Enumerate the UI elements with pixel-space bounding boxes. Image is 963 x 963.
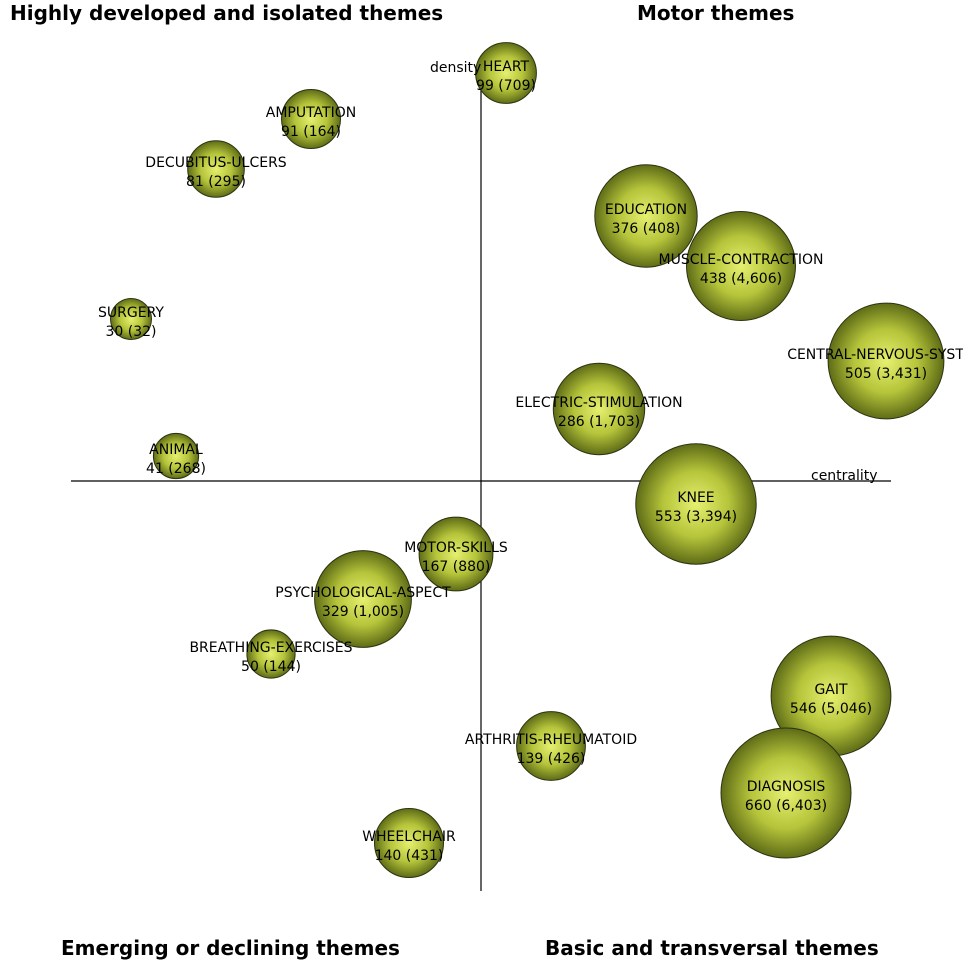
theme-bubble-central-nervous-system: CENTRAL-NERVOUS-SYSTEM 505 (3,431)	[787, 302, 963, 420]
bubble-circle	[281, 89, 341, 149]
bubble-circle	[187, 140, 245, 198]
bubble-name-label: ANIMAL	[149, 442, 203, 458]
bubble-circle	[418, 516, 494, 592]
bubble-value-label: 660 (6,403)	[745, 798, 827, 814]
bubble-circle	[374, 808, 444, 878]
quadrant-title-bottom-right: Basic and transversal themes	[545, 936, 879, 960]
bubble-name-label: HEART	[483, 59, 530, 75]
bubble-name-label: PSYCHOLOGICAL-ASPECT	[275, 585, 451, 601]
theme-bubble-surgery: SURGERY 30 (32)	[98, 298, 164, 340]
theme-bubble-motor-skills: MOTOR-SKILLS 167 (880)	[404, 516, 508, 592]
theme-bubble-heart: HEART 99 (709)	[475, 42, 537, 104]
theme-bubble-electric-stimulation: ELECTRIC-STIMULATION 286 (1,703)	[515, 362, 683, 456]
bubble-circle	[475, 42, 537, 104]
bubble-value-label: 99 (709)	[476, 78, 536, 94]
bubble-name-label: KNEE	[677, 490, 714, 506]
theme-bubble-breathing-exercises: BREATHING-EXERCISES 50 (144)	[189, 629, 353, 679]
bubble-value-label: 30 (32)	[105, 324, 156, 340]
bubble-name-label: ELECTRIC-STIMULATION	[515, 395, 682, 411]
quadrant-title-top-left: Highly developed and isolated themes	[10, 1, 443, 25]
theme-bubble-muscle-contraction: MUSCLE-CONTRACTION 438 (4,606)	[659, 211, 824, 321]
bubble-circle	[635, 443, 757, 565]
theme-bubble-animal: ANIMAL 41 (268)	[146, 432, 206, 480]
bubble-circle	[314, 550, 412, 648]
bubble-name-label: SURGERY	[98, 305, 164, 321]
bubble-circle	[246, 629, 296, 679]
bubble-value-label: 553 (3,394)	[655, 509, 737, 525]
bubble-value-label: 376 (408)	[612, 221, 681, 237]
theme-bubble-decubitus-ulcers: DECUBITUS-ULCERS 81 (295)	[145, 140, 287, 198]
theme-bubble-gait: GAIT 546 (5,046)	[770, 635, 892, 757]
bubble-value-label: 286 (1,703)	[558, 414, 640, 430]
bubble-name-label: GAIT	[814, 682, 848, 698]
bubble-value-label: 546 (5,046)	[790, 701, 872, 717]
x-axis-label: centrality	[811, 468, 878, 484]
bubble-value-label: 81 (295)	[186, 174, 246, 190]
bubble-circle	[594, 164, 698, 268]
theme-bubble-amputation: AMPUTATION 91 (164)	[266, 89, 356, 149]
quadrant-title-bottom-left: Emerging or declining themes	[61, 936, 400, 960]
bubble-value-label: 329 (1,005)	[322, 604, 404, 620]
theme-bubble-wheelchair: WHEELCHAIR 140 (431)	[362, 808, 456, 878]
bubble-circle	[110, 298, 152, 340]
bubble-circle	[827, 302, 945, 420]
bubble-name-label: BREATHING-EXERCISES	[189, 640, 352, 656]
bubble-value-label: 91 (164)	[281, 124, 341, 140]
theme-bubble-diagnosis: DIAGNOSIS 660 (6,403)	[720, 727, 852, 859]
bubble-name-label: DIAGNOSIS	[747, 779, 826, 795]
bubble-name-label: MUSCLE-CONTRACTION	[659, 252, 824, 268]
bubble-name-label: DECUBITUS-ULCERS	[145, 155, 287, 171]
bubble-value-label: 139 (426)	[517, 751, 586, 767]
bubble-name-label: ARTHRITIS-RHEUMATOID	[465, 732, 637, 748]
bubble-value-label: 505 (3,431)	[845, 366, 927, 382]
bubble-value-label: 50 (144)	[241, 659, 301, 675]
quadrant-title-top-right: Motor themes	[637, 1, 794, 25]
y-axis-label: density	[430, 60, 481, 76]
bubble-circle	[720, 727, 852, 859]
theme-bubble-knee: KNEE 553 (3,394)	[635, 443, 757, 565]
bubble-value-label: 167 (880)	[422, 559, 491, 575]
bubble-name-label: AMPUTATION	[266, 105, 356, 121]
theme-bubble-psychological-aspect: PSYCHOLOGICAL-ASPECT 329 (1,005)	[275, 550, 451, 648]
bubble-name-label: WHEELCHAIR	[362, 829, 456, 845]
bubble-value-label: 41 (268)	[146, 461, 206, 477]
bubble-name-label: EDUCATION	[605, 202, 687, 218]
bubble-name-label: CENTRAL-NERVOUS-SYSTEM	[787, 347, 963, 363]
theme-bubble-arthritis-rheumatoid: ARTHRITIS-RHEUMATOID 139 (426)	[465, 711, 637, 781]
bubble-circle	[552, 362, 646, 456]
bubble-name-label: MOTOR-SKILLS	[404, 540, 508, 556]
bubble-circle	[686, 211, 796, 321]
bubble-circle	[152, 432, 200, 480]
bubble-value-label: 438 (4,606)	[700, 271, 782, 287]
theme-bubble-education: EDUCATION 376 (408)	[594, 164, 698, 268]
bubble-value-label: 140 (431)	[375, 848, 444, 864]
bubble-circle	[516, 711, 586, 781]
